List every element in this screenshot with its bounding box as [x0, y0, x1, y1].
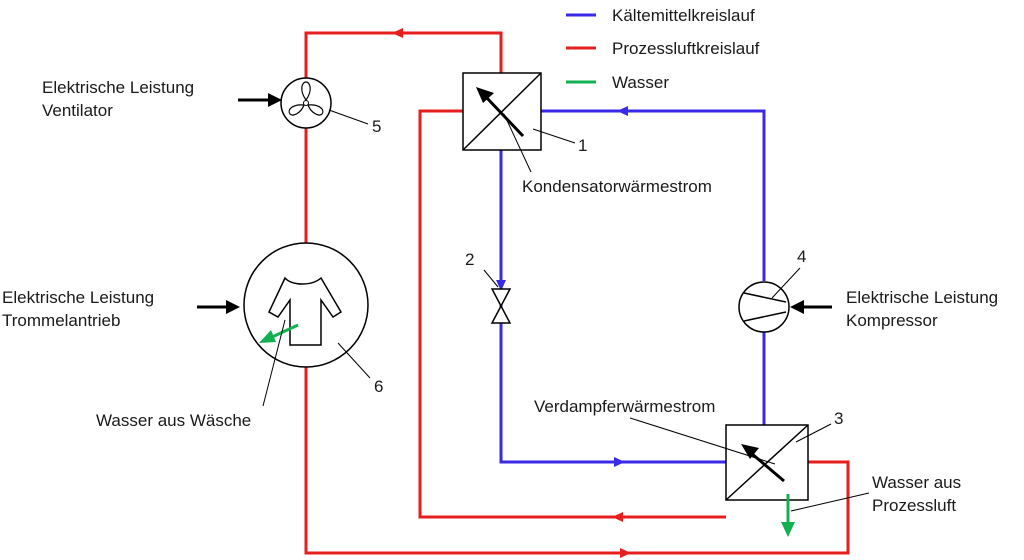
legend-label-process-air: Prozessluftkreislauf — [612, 39, 760, 58]
drum-power-label-line2: Trommelantrieb — [2, 311, 120, 330]
drum-number: 6 — [374, 377, 383, 396]
legend-label-refrigerant: Kältemittelkreislauf — [612, 6, 755, 25]
evaporator-heat-leader — [629, 417, 776, 465]
legend-label-water: Wasser — [612, 73, 669, 92]
drum-leader — [337, 342, 371, 379]
water-air-label-line2: Prozessluft — [872, 496, 956, 515]
compressor-leader — [771, 267, 801, 299]
fan-icon — [280, 77, 332, 129]
water-out-process-air-arrowhead — [781, 522, 795, 537]
condenser: 1 Kondensatorwärmestrom — [462, 72, 712, 196]
water-laundry-leader — [262, 319, 286, 407]
shirt-icon — [268, 276, 343, 346]
fan-power-arrowhead — [268, 93, 282, 107]
refrigerant-line-right — [541, 109, 766, 281]
valve-leader — [483, 269, 499, 288]
condenser-number: 1 — [578, 136, 587, 155]
condenser-leader — [532, 128, 576, 144]
condenser-heat-arrow — [484, 95, 525, 138]
drum-icon — [243, 242, 369, 368]
drum-power-arrowhead — [226, 300, 240, 314]
drum: 6 Elektrische Leistung Trommelantrieb Wa… — [2, 242, 383, 430]
air-flow-arrow-bottom — [620, 548, 631, 558]
flow-arrows — [392, 28, 631, 558]
evaporator: 3 Verdampferwärmestrom Wasser aus Prozes… — [534, 397, 961, 537]
air-line-top — [304, 31, 503, 78]
refrigerant-flow-arrow-bottom — [614, 457, 625, 467]
fan-number: 5 — [372, 117, 381, 136]
expansion-valve: 2 — [465, 250, 512, 324]
valve-number: 2 — [465, 250, 474, 269]
condenser-heat-leader — [503, 113, 532, 173]
compressor-icon — [738, 281, 790, 333]
condenser-heat-label: Kondensatorwärmestrom — [522, 177, 712, 196]
water-air-leader — [790, 492, 870, 512]
condenser-heat-arrowhead — [476, 87, 494, 103]
legend: Kältemittelkreislauf Prozessluftkreislau… — [566, 6, 760, 92]
heat-exchanger-icon — [462, 72, 542, 151]
expansion-valve-icon — [490, 288, 512, 324]
air-line-bottom — [304, 366, 850, 555]
fan-leader — [328, 109, 369, 125]
air-flow-arrow-inner — [612, 512, 623, 522]
fan-power-label-line2: Ventilator — [42, 101, 113, 120]
water-out-laundry-arrow — [269, 323, 299, 340]
refrigerant-line-left — [499, 150, 726, 464]
water-air-label-line1: Wasser aus — [872, 473, 961, 492]
air-flow-arrow-top — [392, 28, 403, 38]
refrigerant-flow-arrow-top — [617, 106, 628, 116]
drum-power-label-line1: Elektrische Leistung — [2, 288, 154, 307]
compressor: 4 Elektrische Leistung Kompressor — [738, 247, 998, 333]
fan: 5 Elektrische Leistung Ventilator — [42, 77, 381, 136]
compressor-number: 4 — [797, 247, 806, 266]
evaporator-leader — [795, 423, 832, 443]
evaporator-number: 3 — [834, 409, 843, 428]
compressor-power-label-line2: Kompressor — [846, 311, 938, 330]
water-laundry-label: Wasser aus Wäsche — [96, 411, 251, 430]
compressor-power-arrowhead — [790, 300, 804, 314]
process-air-circuit — [304, 31, 850, 555]
refrigerant-flow-arrow-left — [496, 280, 506, 291]
compressor-power-label-line1: Elektrische Leistung — [846, 288, 998, 307]
fan-power-label-line1: Elektrische Leistung — [42, 78, 194, 97]
refrigerant-circuit — [499, 109, 766, 464]
evaporator-heat-arrowhead — [741, 444, 759, 459]
water-out-laundry-arrowhead — [259, 330, 276, 343]
evaporator-heat-label: Verdampferwärmestrom — [534, 397, 715, 416]
air-line-inner — [418, 109, 726, 519]
heat-exchanger-icon — [725, 424, 809, 501]
